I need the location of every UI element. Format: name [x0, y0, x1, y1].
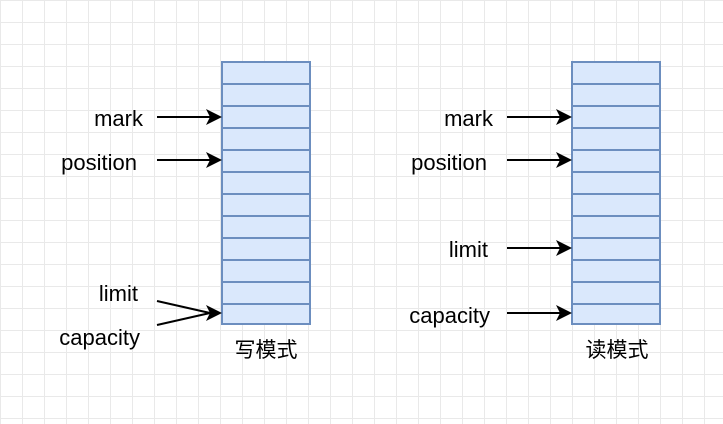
- read-position-label: position: [411, 150, 487, 175]
- write-buffer-cell: [221, 83, 311, 107]
- write-buffer-cell: [221, 303, 311, 325]
- write-limit-capacity-arrowhead: [206, 305, 222, 321]
- read-buffer: [571, 61, 661, 325]
- read-buffer-cell: [571, 61, 661, 85]
- read-mode-group: mark position limit capacity 读模式: [409, 61, 661, 362]
- write-mode-group: mark position limit capacity 写模式: [59, 61, 311, 362]
- read-buffer-cell: [571, 127, 661, 151]
- read-limit-arrowhead: [556, 240, 572, 256]
- write-limit-arrow: [156, 300, 211, 314]
- write-capacity-arrow: [156, 312, 211, 326]
- write-buffer-cell: [221, 171, 311, 195]
- write-capacity-label: capacity: [59, 325, 140, 350]
- read-capacity-label: capacity: [409, 303, 490, 328]
- read-buffer-cell: [571, 259, 661, 283]
- read-buffer-cell: [571, 303, 661, 325]
- read-limit-label: limit: [449, 237, 488, 262]
- read-capacity-arrowhead: [556, 305, 572, 321]
- write-buffer: [221, 61, 311, 325]
- write-position-label: position: [61, 150, 137, 175]
- write-buffer-cell: [221, 237, 311, 261]
- read-buffer-cell: [571, 149, 661, 173]
- read-mode-caption: 读模式: [586, 338, 649, 362]
- write-limit-label: limit: [99, 281, 138, 306]
- write-buffer-cell: [221, 105, 311, 129]
- read-buffer-cell: [571, 215, 661, 239]
- write-mark-arrowhead: [206, 109, 222, 125]
- read-mark-arrowhead: [556, 109, 572, 125]
- read-buffer-cell: [571, 171, 661, 195]
- write-buffer-cell: [221, 61, 311, 85]
- write-buffer-cell: [221, 127, 311, 151]
- write-mode-caption: 写模式: [235, 338, 298, 362]
- read-buffer-cell: [571, 105, 661, 129]
- read-buffer-cell: [571, 193, 661, 217]
- write-buffer-cell: [221, 149, 311, 173]
- read-buffer-cell: [571, 281, 661, 305]
- read-position-arrowhead: [556, 152, 572, 168]
- write-buffer-cell: [221, 281, 311, 305]
- read-buffer-cell: [571, 237, 661, 261]
- write-buffer-cell: [221, 259, 311, 283]
- write-buffer-cell: [221, 215, 311, 239]
- write-position-arrowhead: [206, 152, 222, 168]
- read-mark-label: mark: [444, 106, 494, 131]
- write-mark-label: mark: [94, 106, 144, 131]
- read-buffer-cell: [571, 83, 661, 107]
- write-buffer-cell: [221, 193, 311, 217]
